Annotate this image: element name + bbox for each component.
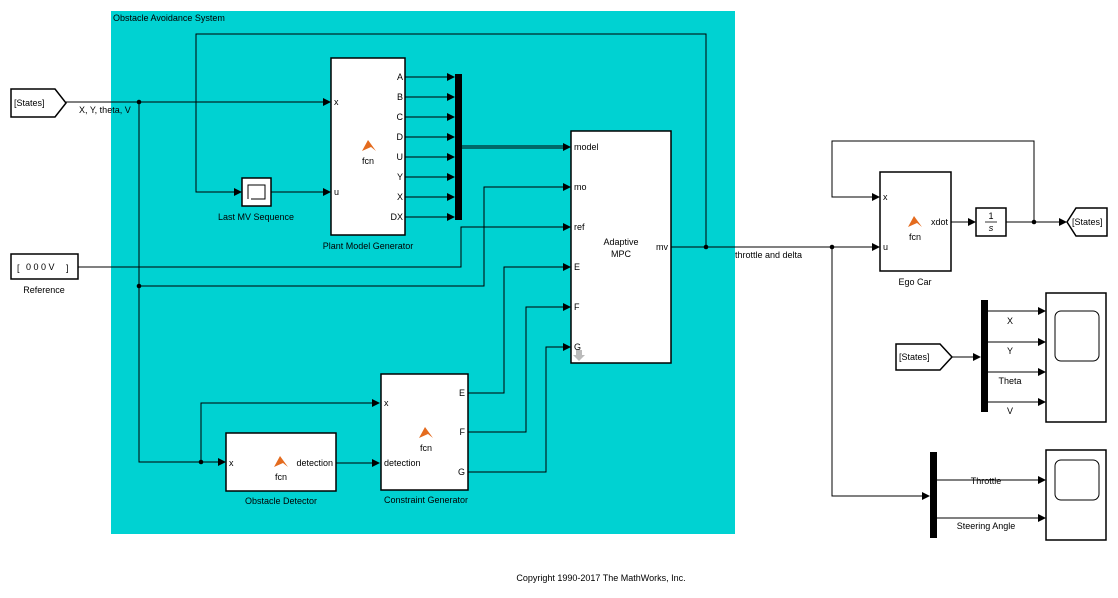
plant-model-bus-creator[interactable] [455, 74, 462, 220]
svg-text:x: x [229, 458, 234, 468]
svg-text:mv: mv [656, 242, 668, 252]
svg-text:x: x [384, 398, 389, 408]
states-from-block[interactable]: [States] [10, 88, 67, 118]
svg-text:Reference: Reference [23, 285, 65, 295]
scope-signal-label: V [1007, 406, 1013, 416]
memory-icon [247, 184, 266, 200]
plant-output-port-label: A [397, 72, 403, 82]
svg-text:Adaptive: Adaptive [603, 237, 638, 247]
plant-output-port-label: X [397, 192, 403, 202]
down-arrow-icon [573, 350, 585, 361]
last-mv-sequence-block[interactable]: Last MV Sequence [218, 177, 294, 222]
plant-output-port-label: Y [397, 172, 403, 182]
svg-text:G: G [458, 467, 465, 477]
constraint-generator-block[interactable]: x detection E F G fcn Constraint Generat… [380, 373, 469, 505]
svg-text:Last MV Sequence: Last MV Sequence [218, 212, 294, 222]
mpc-input-port-label: ref [574, 222, 585, 232]
matlab-icon [419, 427, 433, 438]
states-mux[interactable] [981, 300, 988, 412]
states-signal-label: X, Y, theta, V [79, 105, 131, 115]
svg-text:Obstacle Detector: Obstacle Detector [245, 496, 317, 506]
scope-signal-label: X [1007, 316, 1013, 326]
svg-text:MPC: MPC [611, 249, 632, 259]
scope-signal-label: Theta [998, 376, 1021, 386]
plant-output-port-label: D [397, 132, 404, 142]
copyright: Copyright 1990-2017 The MathWorks, Inc. [516, 573, 685, 583]
svg-text:x: x [334, 97, 339, 107]
controls-mux[interactable] [930, 452, 937, 538]
svg-text:Ego Car: Ego Car [898, 277, 931, 287]
scope-signal-label: Throttle [971, 476, 1002, 486]
svg-text:0 0 0 V: 0 0 0 V [26, 262, 55, 272]
mpc-input-port-label: F [574, 302, 580, 312]
svg-text:[States]: [States] [14, 98, 45, 108]
mpc-input-port-label: G [574, 342, 581, 352]
scope-screen-icon [1054, 310, 1100, 362]
svg-text:u: u [883, 242, 888, 252]
controls-scope[interactable] [1045, 449, 1107, 541]
svg-text:fcn: fcn [420, 443, 432, 453]
svg-text:fcn: fcn [362, 156, 374, 166]
signal-wires [66, 33, 1067, 522]
obstacle-detector-block[interactable]: x detection fcn Obstacle Detector [225, 432, 337, 506]
svg-text:fcn: fcn [275, 472, 287, 482]
matlab-icon [908, 216, 922, 227]
svg-text:x: x [883, 192, 888, 202]
svg-text:xdot: xdot [931, 217, 949, 227]
svg-text:[States]: [States] [1072, 217, 1103, 227]
svg-text:detection: detection [384, 458, 421, 468]
scope-signal-label: Steering Angle [957, 521, 1016, 531]
mpc-input-port-label: model [574, 142, 599, 152]
svg-text:Plant Model Generator: Plant Model Generator [323, 241, 414, 251]
svg-text:F: F [460, 427, 466, 437]
svg-text:detection: detection [296, 458, 333, 468]
states-scope[interactable] [1045, 292, 1107, 423]
bracket-left: [ [17, 263, 20, 273]
mpc-input-port-label: mo [574, 182, 587, 192]
plant-output-port-label: B [397, 92, 403, 102]
ego-car-block[interactable]: x u xdot fcn Ego Car [879, 171, 952, 287]
plant-output-port-label: DX [390, 212, 403, 222]
svg-text:s: s [989, 223, 994, 233]
svg-text:fcn: fcn [909, 232, 921, 242]
states-goto-block[interactable]: [States] [1066, 207, 1108, 237]
scope-signal-label: Y [1007, 346, 1013, 356]
plant-output-port-label: C [397, 112, 404, 122]
matlab-icon [362, 140, 376, 151]
svg-text:1: 1 [988, 211, 993, 221]
plant-output-port-label: U [397, 152, 404, 162]
svg-text:Constraint Generator: Constraint Generator [384, 495, 468, 505]
mpc-input-port-label: E [574, 262, 580, 272]
bracket-right: ] [66, 263, 69, 273]
svg-text:[States]: [States] [899, 352, 930, 362]
scope-screen-icon [1054, 459, 1100, 501]
integrator-block[interactable]: 1 s [975, 207, 1007, 237]
subsystem-title: Obstacle Avoidance System [113, 13, 225, 23]
states-from-block-2[interactable]: [States] [895, 343, 954, 371]
mv-signal-label: throttle and delta [735, 250, 802, 260]
reference-block[interactable]: [ 0 0 0 V ] Reference [10, 253, 79, 295]
matlab-icon [274, 456, 288, 467]
svg-text:E: E [459, 388, 465, 398]
svg-text:u: u [334, 187, 339, 197]
